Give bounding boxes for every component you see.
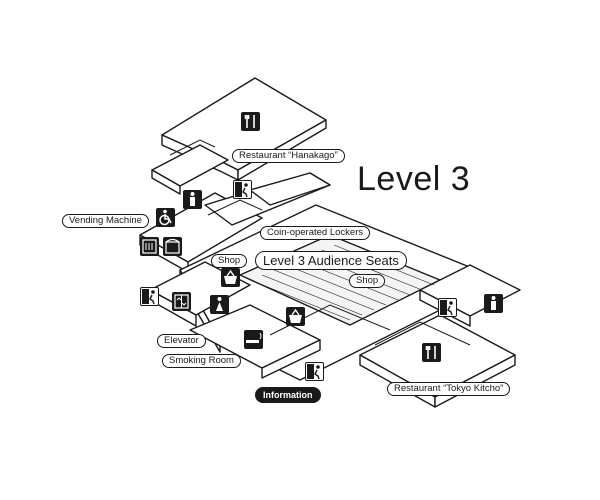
- label-coin-lockers: Coin-operated Lockers: [260, 226, 371, 240]
- label-shop-right: Shop: [349, 274, 386, 288]
- shop-basket-icon: [221, 268, 240, 287]
- smoking-icon: [244, 330, 263, 349]
- label-shop-left: Shop: [211, 254, 248, 268]
- label-elevator: Elevator: [157, 334, 206, 348]
- label-restaurant-hanakago: Restaurant “Hanakago”: [232, 149, 345, 163]
- restroom-icon: [183, 190, 202, 209]
- emergency-exit-icon: [305, 362, 324, 381]
- vending-machine-icon: [140, 237, 159, 256]
- label-audience-seats: Level 3 Audience Seats: [255, 251, 407, 270]
- label-smoking-room: Smoking Room: [162, 354, 241, 368]
- floor-title: Level 3: [357, 160, 471, 198]
- emergency-exit-icon: [140, 287, 159, 306]
- label-restaurant-tokyo-kitcho: Restaurant “Tokyo Kitcho”: [387, 382, 511, 396]
- restaurant-icon: [422, 343, 441, 362]
- elevator-icon: [172, 292, 191, 311]
- shop-basket-icon: [286, 307, 305, 326]
- restaurant-icon: [241, 112, 260, 131]
- restroom-icon: [484, 294, 503, 313]
- restroom-icon: [210, 295, 229, 314]
- wheelchair-icon: [156, 208, 175, 227]
- label-vending-machine: Vending Machine: [62, 214, 149, 228]
- label-information: Information: [255, 387, 321, 403]
- emergency-exit-icon: [438, 298, 457, 317]
- coin-locker-icon: [163, 237, 182, 256]
- emergency-exit-icon: [233, 180, 252, 199]
